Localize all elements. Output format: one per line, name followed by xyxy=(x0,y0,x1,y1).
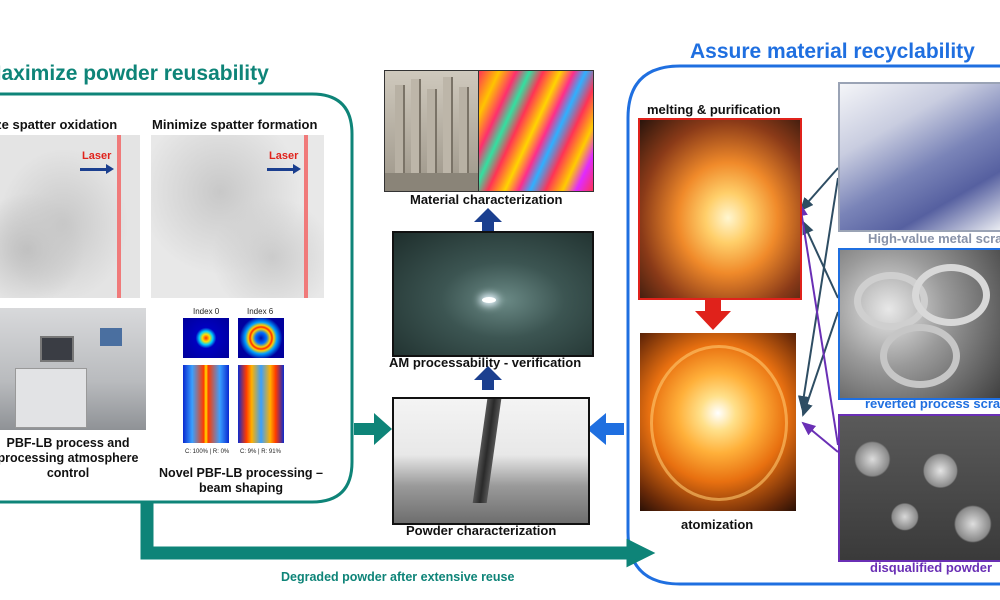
laser-label: Laser xyxy=(269,150,299,162)
left-panel-title: Maximize powder reusability xyxy=(0,62,269,85)
laser-beam-line xyxy=(304,135,308,298)
disqualified-powder-label: disqualified powder xyxy=(870,560,993,575)
left-panel-border xyxy=(0,92,354,504)
scrap-arrow-2 xyxy=(797,177,839,410)
disqualified-powder-image xyxy=(838,414,1000,562)
right-to-powder-arrow xyxy=(587,413,624,445)
atomization-image xyxy=(640,333,796,511)
scrap-arrow-1 xyxy=(799,167,839,212)
machine-screen xyxy=(100,328,122,346)
material-characterization-label: Material characterization xyxy=(410,192,563,207)
am-to-material-arrow xyxy=(474,208,502,232)
left-to-powder-arrow xyxy=(354,413,392,445)
am-pillar xyxy=(411,79,421,175)
high-value-scrap-label: High-value metal scrap xyxy=(868,231,1000,246)
am-processability-label: AM processability - verification xyxy=(389,355,582,370)
powder-characterization-image xyxy=(392,397,590,525)
spatter-formation-image: Laser xyxy=(151,135,324,298)
reverted-scrap-label: reverted process scrap xyxy=(865,396,1000,411)
spatter-oxidation-label: Minimize spatter oxidation xyxy=(0,117,118,132)
degraded-powder-label: Degraded powder after extensive reuse xyxy=(281,570,515,584)
high-value-scrap-image xyxy=(838,82,1000,232)
scrap-arrow-3 xyxy=(802,220,839,299)
am-baseplate xyxy=(385,173,479,191)
am-processability-image xyxy=(392,231,594,357)
pbf-lb-machine-image xyxy=(0,308,146,430)
melting-purification-image xyxy=(638,118,802,300)
beam-profile-gaussian xyxy=(183,318,229,358)
laser-direction-arrow xyxy=(80,168,108,171)
melt-pool-sim-1 xyxy=(183,365,229,443)
powder-arrow-1 xyxy=(795,202,839,446)
laser-label: Laser xyxy=(82,150,112,162)
melt-spark xyxy=(482,297,496,303)
ebsd-microstructure-image xyxy=(478,70,594,192)
beam-stat-2: C: 9% | R: 91% xyxy=(240,449,281,455)
beam-profile-ring xyxy=(238,318,284,358)
machine-window xyxy=(40,336,74,362)
spatter-formation-label: Minimize spatter formation xyxy=(152,117,318,132)
scrap-arrow-4 xyxy=(801,311,839,417)
powder-characterization-label: Powder characterization xyxy=(406,523,557,538)
ring-part xyxy=(880,324,960,388)
am-pillar xyxy=(443,77,453,175)
right-panel-title: Assure material recyclability xyxy=(690,40,975,63)
beam-stat-1: C: 100% | R: 0% xyxy=(185,449,230,455)
beam-index-6-label: Index 6 xyxy=(247,307,274,316)
spatter-oxidation-image: Laser xyxy=(0,135,140,298)
laser-direction-arrowhead xyxy=(293,164,301,174)
reverted-scrap-image xyxy=(838,248,1000,400)
right-panel-border xyxy=(626,64,1000,586)
am-parts-image xyxy=(384,70,480,192)
melt-pool-sim-2 xyxy=(238,365,284,443)
laser-direction-arrow xyxy=(267,168,295,171)
am-pillar xyxy=(427,89,437,175)
powder-arrow-2 xyxy=(801,421,839,453)
melting-purification-label: melting & purification xyxy=(647,102,781,117)
atomization-chamber-ring xyxy=(650,345,788,501)
degraded-powder-arrow-head xyxy=(626,538,656,568)
melting-to-atomization-arrow xyxy=(695,298,731,330)
powder-to-am-arrow xyxy=(474,366,502,390)
atomization-label: atomization xyxy=(681,517,754,532)
machine-body xyxy=(15,368,87,428)
degraded-powder-arrow-body xyxy=(140,503,630,560)
powder-stream xyxy=(472,399,502,503)
beam-shaping-caption: Novel PBF-LB processing – beam shaping xyxy=(159,466,323,495)
ring-part xyxy=(912,264,990,326)
laser-beam-line xyxy=(117,135,121,298)
am-pillar xyxy=(395,85,405,175)
am-pillar xyxy=(459,87,469,175)
laser-direction-arrowhead xyxy=(106,164,114,174)
beam-index-0-label: Index 0 xyxy=(193,307,220,316)
machine-caption: PBF-LB process and processing atmosphere… xyxy=(0,436,139,480)
